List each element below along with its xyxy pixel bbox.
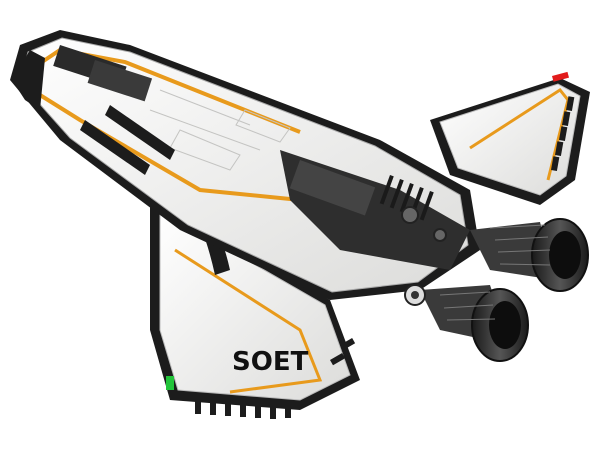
hull-panel-lines [149, 89, 291, 171]
wing-marking-text: SOET [232, 347, 309, 377]
left-wing-serration [195, 338, 356, 419]
engine-block [280, 150, 470, 270]
right-wing [430, 71, 590, 205]
lower-thruster [404, 284, 529, 362]
right-wing-serration [551, 96, 575, 172]
red-nav-light [552, 71, 570, 82]
green-nav-light [166, 376, 174, 390]
upper-thruster [470, 218, 589, 292]
